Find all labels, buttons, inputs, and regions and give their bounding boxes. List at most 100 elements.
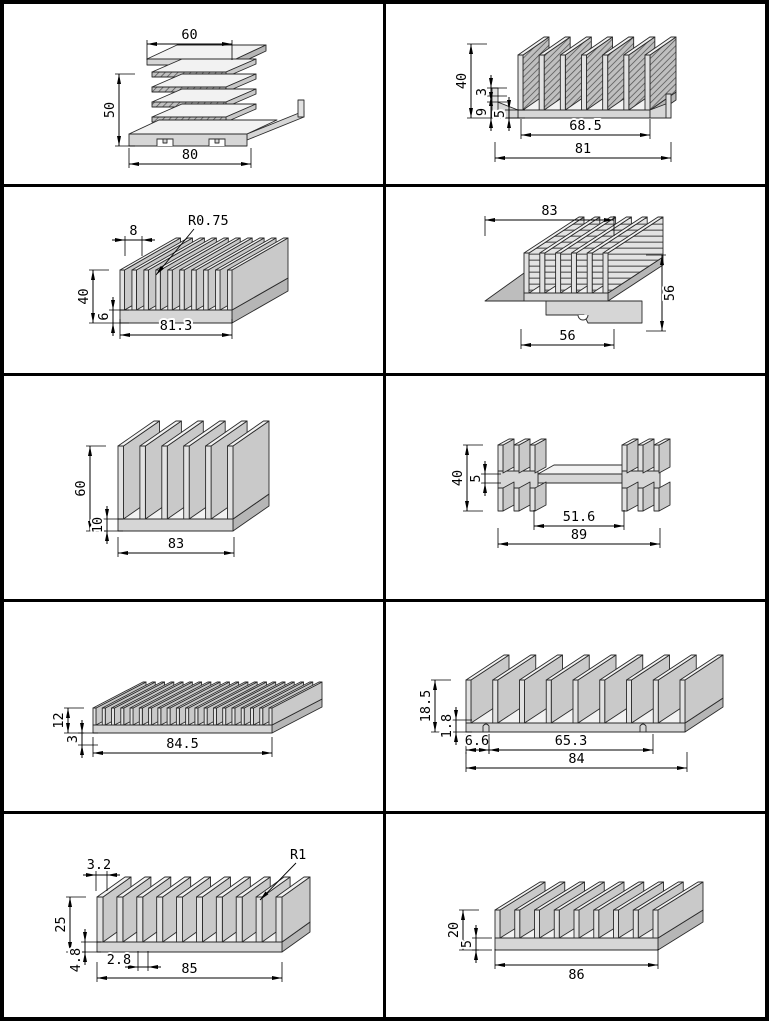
dim-label: 9 bbox=[474, 108, 490, 116]
dim-height: 40 bbox=[452, 43, 487, 119]
dim-height: 56 bbox=[646, 254, 680, 332]
part-face bbox=[652, 679, 659, 724]
dim-height: 60 bbox=[71, 445, 106, 532]
dim-arrow bbox=[156, 266, 164, 275]
part-face bbox=[185, 707, 190, 726]
part-geometry bbox=[117, 420, 270, 532]
dim-label: 4.8 bbox=[68, 948, 84, 972]
part-face bbox=[131, 269, 137, 311]
part-face bbox=[215, 896, 223, 943]
part-face bbox=[658, 481, 671, 512]
dim-arrow bbox=[661, 156, 671, 160]
dim-arrow bbox=[222, 333, 232, 337]
dim-arrow bbox=[105, 509, 109, 519]
dim-label: 89 bbox=[571, 527, 587, 543]
part-face bbox=[255, 896, 263, 943]
part-face bbox=[240, 707, 245, 726]
dim-total-width: 81.3 bbox=[119, 316, 233, 339]
dim-label: 40 bbox=[76, 288, 92, 304]
part-face bbox=[195, 896, 203, 943]
part-face bbox=[222, 707, 227, 726]
dim-label: 84.5 bbox=[166, 736, 199, 752]
dim-total-width: 84.5 bbox=[92, 734, 273, 757]
part-face bbox=[545, 300, 643, 324]
part-face bbox=[161, 445, 168, 520]
part-face bbox=[136, 896, 144, 943]
radius-label: R1 bbox=[259, 845, 308, 901]
part-face bbox=[116, 896, 124, 943]
dim-height: 18.5 bbox=[416, 679, 451, 733]
dim-arrow bbox=[466, 748, 476, 752]
dim-height: 40 bbox=[74, 269, 109, 324]
part-face bbox=[143, 269, 149, 311]
dim-arrow bbox=[461, 910, 465, 920]
part-face bbox=[545, 679, 552, 724]
dim-edge-offset: 6.6 bbox=[463, 731, 491, 754]
part-face bbox=[203, 269, 209, 311]
dim-base-thickness: 5 bbox=[457, 925, 492, 963]
dim-arrow bbox=[117, 136, 121, 146]
dim-height: 12 bbox=[49, 707, 84, 734]
part-face bbox=[529, 487, 536, 512]
part-face bbox=[653, 444, 660, 472]
part-geometry bbox=[494, 881, 704, 951]
dim-arrow bbox=[489, 748, 499, 752]
part-geometry bbox=[465, 654, 724, 733]
dim-arrow bbox=[86, 873, 96, 877]
dim-label: 12 bbox=[51, 712, 67, 728]
dim-arrow bbox=[117, 74, 121, 84]
dim-arrow bbox=[495, 963, 505, 967]
dim-fin-span: 68.5 bbox=[520, 116, 651, 139]
dim-arrow bbox=[66, 708, 70, 718]
part-face bbox=[523, 292, 609, 302]
dim-arrow bbox=[474, 928, 478, 938]
dim-label: 56 bbox=[559, 328, 575, 344]
dim-arrow bbox=[485, 218, 495, 222]
dim-arrow bbox=[604, 218, 614, 222]
dim-label: 40 bbox=[454, 73, 470, 89]
part-face bbox=[191, 269, 197, 311]
dim-arrow bbox=[479, 748, 489, 752]
dim-arrow bbox=[465, 445, 469, 455]
dim-label: 51.6 bbox=[563, 509, 596, 525]
part-face bbox=[652, 909, 659, 939]
part-face bbox=[215, 269, 221, 311]
dim-fin-height: 25 bbox=[51, 896, 86, 953]
part-face bbox=[623, 54, 630, 111]
part-face bbox=[553, 909, 560, 939]
part-face bbox=[653, 487, 660, 512]
part-face bbox=[96, 941, 283, 953]
dim-flange-height: 9 bbox=[472, 89, 507, 131]
part-geometry bbox=[491, 36, 677, 119]
dim-label: 5 bbox=[459, 940, 475, 948]
part-face bbox=[517, 109, 651, 119]
part-face bbox=[637, 444, 644, 472]
part-face bbox=[534, 909, 540, 939]
dim-arrow bbox=[224, 551, 234, 555]
dim-top-width: 83 bbox=[484, 201, 615, 236]
dim-arrow bbox=[115, 238, 125, 242]
part-face bbox=[92, 724, 273, 734]
dim-label: 65.3 bbox=[555, 733, 588, 749]
part-face bbox=[129, 707, 134, 726]
dim-arrow bbox=[643, 748, 653, 752]
dim-total-width: 81 bbox=[494, 139, 672, 162]
dim-arrow bbox=[111, 323, 115, 333]
dim-label: 60 bbox=[73, 480, 89, 496]
part-face bbox=[156, 896, 164, 943]
part-face bbox=[586, 252, 593, 294]
